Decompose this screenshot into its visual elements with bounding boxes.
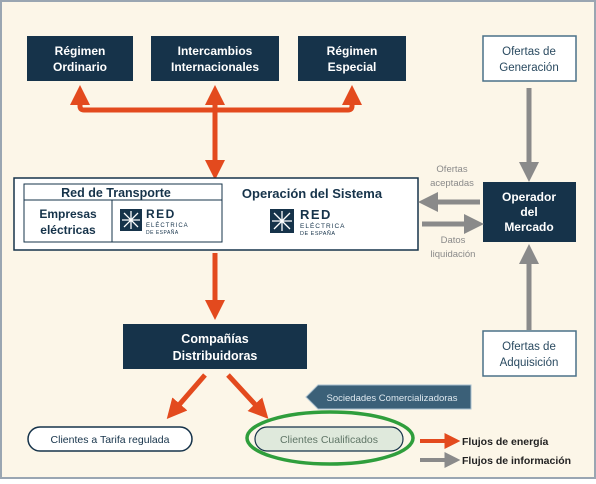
ofertas-adquisicion-line1: Ofertas de bbox=[502, 341, 556, 353]
clientes-cualificados-label: Clientes Cualificados bbox=[280, 434, 378, 446]
red-transporte-label: Red de Transporte bbox=[61, 186, 171, 200]
intercambios-line2: Internacionales bbox=[171, 60, 259, 74]
distribuidoras-to-tarifa-arrow bbox=[166, 373, 207, 420]
empresas-electricas-line1: Empresas bbox=[39, 207, 97, 221]
intercambios-line1: Intercambios bbox=[178, 44, 253, 58]
clientes-cualificados-box: Clientes Cualificados bbox=[245, 410, 415, 466]
ofertas-generacion-line2: Generación bbox=[499, 62, 558, 74]
operacion-sistema-label: Operación del Sistema bbox=[242, 186, 383, 201]
regimen-especial-line2: Especial bbox=[328, 60, 377, 74]
clientes-tarifa-box: Clientes a Tarifa regulada bbox=[27, 426, 193, 452]
operador-line3: Mercado bbox=[504, 220, 553, 234]
ofertas-aceptadas-line2: aceptadas bbox=[430, 178, 474, 189]
datos-liquidacion-line1: Datos bbox=[441, 235, 466, 246]
central-system-box: Red de Transporte Empresas eléctricas RE… bbox=[13, 177, 419, 251]
logo-electrica-text-large: ELÉCTRICA bbox=[300, 221, 345, 230]
sociedades-comercializadoras-label: Sociedades Comercializadoras bbox=[327, 393, 458, 404]
regimen-ordinario-line1: Régimen bbox=[55, 44, 106, 58]
empresas-electricas-line2: eléctricas bbox=[40, 223, 96, 237]
ofertas-adquisicion-line2: Adquisición bbox=[500, 357, 559, 369]
companias-line2: Distribuidoras bbox=[173, 349, 258, 363]
regimen-especial-line1: Régimen bbox=[327, 44, 378, 58]
ofertas-generacion-box: Ofertas de Generación bbox=[482, 35, 577, 82]
companias-distribuidoras-box: Compañías Distribuidoras bbox=[123, 324, 307, 369]
legend-informacion-label: Flujos de información bbox=[462, 455, 571, 467]
logo-electrica-text: ELÉCTRICA bbox=[146, 222, 189, 229]
logo-espana-text: DE ESPAÑA bbox=[146, 229, 179, 236]
ofertas-aceptadas-line1: Ofertas bbox=[436, 164, 467, 175]
operador-line2: del bbox=[520, 205, 537, 219]
datos-liquidacion-line2: liquidación bbox=[431, 249, 476, 260]
sociedades-comercializadoras-banner: Sociedades Comercializadoras bbox=[305, 384, 472, 410]
generation-energy-flows bbox=[70, 85, 362, 180]
regimen-especial-box: Régimen Especial bbox=[298, 36, 406, 81]
ofertas-generacion-line1: Ofertas de bbox=[502, 46, 556, 58]
red-electrica-logo-large: RED ELÉCTRICA DE ESPAÑA bbox=[270, 207, 345, 237]
companias-line1: Compañías bbox=[181, 332, 248, 346]
regimen-ordinario-line2: Ordinario bbox=[53, 60, 107, 74]
regimen-ordinario-box: Régimen Ordinario bbox=[27, 36, 133, 81]
operador-mercado-box: Operador del Mercado bbox=[483, 182, 576, 242]
ofertas-adquisicion-box: Ofertas de Adquisición bbox=[482, 330, 577, 377]
highlight-ellipse bbox=[245, 410, 415, 466]
legend-energia-label: Flujos de energía bbox=[462, 436, 549, 448]
intercambios-internacionales-box: Intercambios Internacionales bbox=[151, 36, 279, 81]
logo-red-text-large: RED bbox=[300, 207, 332, 222]
logo-espana-text-large: DE ESPAÑA bbox=[300, 230, 336, 237]
legend: Flujos de energía Flujos de información bbox=[420, 433, 571, 468]
operador-line1: Operador bbox=[502, 190, 556, 204]
clientes-tarifa-label: Clientes a Tarifa regulada bbox=[51, 434, 170, 446]
distribuidoras-to-cualificados-arrow bbox=[226, 373, 269, 419]
red-electrica-logo-small: RED ELÉCTRICA DE ESPAÑA bbox=[120, 207, 189, 236]
logo-red-text: RED bbox=[146, 207, 176, 221]
